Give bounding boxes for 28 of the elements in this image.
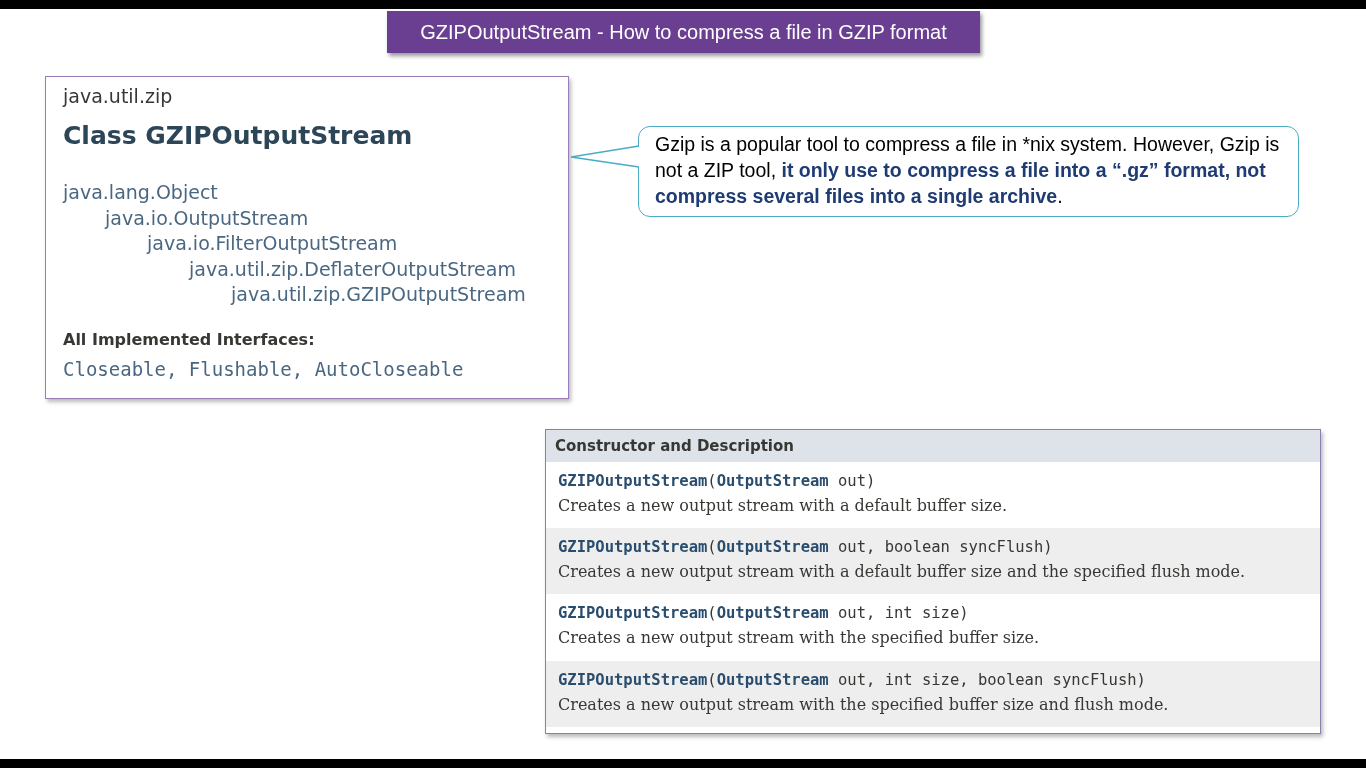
inheritance-entry: java.io.OutputStream (105, 206, 309, 229)
package-name: java.util.zip (63, 85, 173, 107)
table-header: Constructor and Description (546, 430, 1320, 462)
constructor-signature: GZIPOutputStream(OutputStream out, int size, boolean syncFlush) (558, 670, 1147, 689)
constructor-row (546, 462, 1320, 528)
inheritance-entry: java.util.zip.GZIPOutputStream (231, 283, 526, 305)
inheritance-entry: java.lang.Object (63, 181, 218, 203)
constructor-row (546, 660, 1320, 727)
constructor-signature: GZIPOutputStream(OutputStream out) (558, 472, 877, 490)
interface-list: Closeable, Flushable, AutoCloseable (63, 358, 464, 380)
constructor-description: Creates a new output stream with a default buffer size and the specified flush mode. (558, 562, 1247, 582)
constructor-table (545, 429, 1321, 734)
callout-pointer (570, 145, 640, 168)
inheritance-entry: java.io.FilterOutputStream (147, 232, 398, 254)
interfaces-heading: All Implemented Interfaces: (63, 330, 315, 349)
constructor-signature: GZIPOutputStream(OutputStream out, boolean syncFlush) (558, 538, 1054, 557)
constructor-description: Creates a new output stream with the specified buffer size and flush mode. (558, 694, 1170, 714)
constructor-signature: GZIPOutputStream(OutputStream out, int size) (558, 604, 970, 623)
constructor-row (546, 528, 1320, 595)
javadoc-class-panel (45, 76, 569, 399)
constructor-description: Creates a new output stream with the specified buffer size. (558, 628, 1041, 648)
title-banner: GZIPOutputStream - How to compress a file in GZIP format (387, 11, 980, 53)
constructor-row (546, 594, 1320, 661)
constructor-description: Creates a new output stream with a default buffer size. (558, 496, 1009, 515)
callout-text: Gzip is a popular tool to compress a file in *nix system. However, Gzip is not a ZIP tool, it only use to compress a file into a “.gz” format, not compress several files into a single archive. (655, 132, 1281, 209)
class-heading: Class GZIPOutputStream (63, 121, 413, 150)
callout-bubble (638, 126, 1299, 217)
inheritance-entry: java.util.zip.DeflaterOutputStream (189, 257, 516, 280)
